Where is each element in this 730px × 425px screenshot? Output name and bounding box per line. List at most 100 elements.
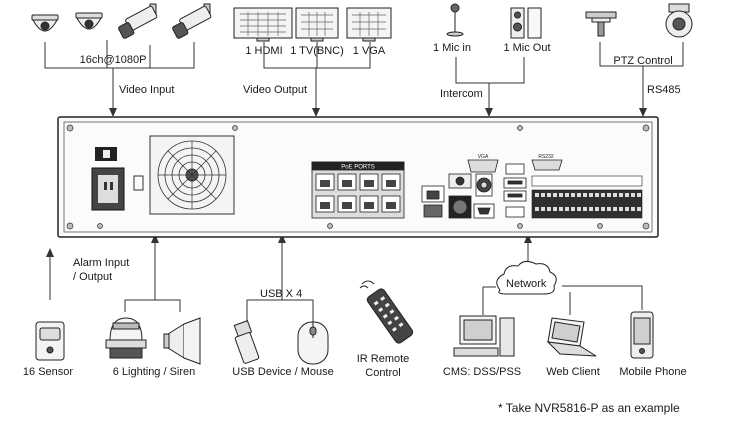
arrow-up-icon: [151, 234, 159, 243]
arrow-up-icon: [278, 234, 286, 243]
terminal-pin: [631, 193, 635, 197]
arrow-heads: [46, 108, 647, 257]
dome-camera-icon: [31, 14, 59, 32]
terminal-pin: [565, 193, 569, 197]
terminal-pin: [547, 207, 551, 211]
intercom-label: Intercom: [440, 88, 483, 100]
lighting-siren-label: 6 Lighting / Siren: [112, 366, 196, 378]
audio-jacks: [448, 173, 472, 219]
video-input-label: Video Input: [119, 84, 175, 96]
tv-output-label: 1 TV(BNC): [290, 45, 344, 57]
terminal-pin: [583, 207, 587, 211]
mic-in-label: 1 Mic in: [433, 42, 471, 54]
ir-remote-label: IR Remote Control: [356, 353, 410, 379]
terminal-pin: [565, 207, 569, 211]
terminal-pin: [595, 193, 599, 197]
mobile-phone-icon: [630, 311, 654, 359]
terminal-pin: [625, 207, 629, 211]
terminal-pin: [607, 207, 611, 211]
terminal-pin: [583, 193, 587, 197]
cms-label: CMS: DSS/PSS: [442, 366, 522, 378]
terminal-pin: [631, 207, 635, 211]
usb-count-label: USB X 4: [260, 288, 303, 300]
terminal-pin: [553, 207, 557, 211]
terminal-pin: [559, 193, 563, 197]
hdmi-port-icon: [473, 203, 495, 219]
terminal-pin: [637, 193, 641, 197]
terminal-pin: [625, 193, 629, 197]
network-label: Network: [506, 278, 547, 290]
poe-ports: PoE PORTS: [311, 161, 405, 219]
mouse-icon: [297, 321, 329, 365]
web-client-label: Web Client: [546, 366, 600, 378]
arrow-down-icon: [312, 108, 320, 117]
usb-device-label: USB Device / Mouse: [232, 366, 334, 378]
terminal-pin: [613, 207, 617, 211]
terminal-pin: [541, 207, 545, 211]
alarm-io-label: Alarm Input / Output: [73, 257, 130, 283]
arrow-up-icon: [524, 234, 532, 243]
terminal-pin: [601, 207, 605, 211]
terminal-pin: [541, 193, 545, 197]
rs232-port-icon: RS232: [531, 154, 563, 171]
video-output-label: Video Output: [243, 84, 308, 96]
rs485-label: RS485: [647, 84, 681, 96]
usb-ports-icon: [503, 163, 527, 218]
mic-out-label: 1 Mic Out: [503, 42, 551, 54]
terminal-pin: [613, 193, 617, 197]
nvr-rear-panel: PoE PORTS: [57, 116, 659, 238]
cameras-label: 16ch@1080P: [79, 54, 147, 66]
warning-light-icon: [105, 317, 147, 359]
mobile-phone-label: Mobile Phone: [619, 366, 687, 378]
terminal-pin: [571, 193, 575, 197]
terminal-pin: [535, 193, 539, 197]
terminal-pin: [637, 207, 641, 211]
microphone-icon: [446, 3, 464, 37]
terminal-pin: [553, 193, 557, 197]
terminal-pin: [535, 207, 539, 211]
footnote: * Take NVR5816-P as an example: [498, 401, 680, 415]
network-cloud-icon: [496, 260, 557, 295]
ptz-control-label: PTZ Control: [613, 55, 673, 67]
terminal-pin: [595, 207, 599, 211]
terminal-pin: [589, 207, 593, 211]
vga-port-icon: VGA: [467, 154, 499, 197]
ir-remote-icon: [359, 280, 414, 344]
arrow-up-icon: [46, 248, 54, 257]
sensor-icon: [35, 321, 65, 361]
siren-horn-icon: [163, 317, 201, 365]
bullet-camera-icon: [172, 3, 212, 39]
arrow-down-icon: [639, 108, 647, 117]
tv-monitor-icon: [295, 7, 339, 42]
poe-ports-label: PoE PORTS: [341, 165, 375, 171]
speaker-icon: [510, 7, 542, 39]
terminal-pin: [577, 193, 581, 197]
connection-lines: [44, 40, 684, 323]
terminal-pin: [547, 193, 551, 197]
hdmi-monitor-icon: [233, 7, 293, 42]
desktop-computer-icon: [453, 315, 515, 357]
terminal-pin: [589, 193, 593, 197]
bullet-camera-icon: [118, 3, 158, 39]
terminal-pin: [607, 193, 611, 197]
sensor-label: 16 Sensor: [22, 366, 74, 378]
alarm-terminal-blocks: [531, 175, 643, 219]
terminal-pin: [601, 193, 605, 197]
vga-monitor-icon: [346, 7, 392, 42]
arrow-down-icon: [485, 108, 493, 117]
cooling-fan-icon: [149, 135, 235, 215]
arrow-down-icon: [109, 108, 117, 117]
dome-camera-icon: [75, 12, 103, 30]
terminal-pin: [559, 207, 563, 211]
ptz-camera-icon: [665, 3, 693, 38]
hdmi-output-label: 1 HDMI: [245, 45, 283, 57]
vga-port-label: VGA: [478, 154, 489, 160]
rs232-port-label: RS232: [538, 154, 554, 160]
lan-port-icon: [421, 185, 445, 218]
terminal-pin: [619, 207, 623, 211]
vga-output-label: 1 VGA: [352, 45, 386, 57]
terminal-pin: [577, 207, 581, 211]
terminal-pin: [619, 193, 623, 197]
